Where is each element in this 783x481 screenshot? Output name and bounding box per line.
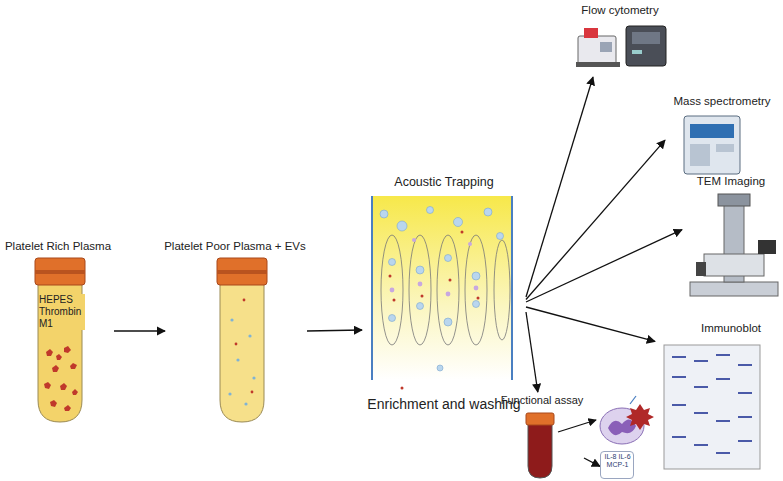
mass-spectrometer-icon xyxy=(684,116,740,174)
arrow-connector xyxy=(526,312,538,392)
tube-illustration xyxy=(35,258,85,422)
node-label: Mass spectrometry xyxy=(665,95,779,109)
arrow-connector xyxy=(526,230,682,302)
immunoblot: Immunoblot xyxy=(655,318,777,474)
node-label: Functional assay xyxy=(500,394,584,407)
arrow-connector xyxy=(584,458,600,466)
functional-assay: Functional assay xyxy=(500,392,584,480)
arrow-connector xyxy=(526,307,655,341)
node-label: Platelet Rich Plasma xyxy=(2,240,114,254)
immunoblot-icon xyxy=(664,345,760,469)
node-label: IL-8 IL-6 MCP-1 xyxy=(604,453,631,470)
sample-tube: Platelet Rich PlasmaHEPES Thrombin M1 xyxy=(2,238,114,424)
sample-tube: Platelet Poor Plasma + EVs xyxy=(165,238,307,424)
node-label: TEM Imaging xyxy=(682,175,780,189)
tube-illustration xyxy=(217,258,267,422)
blood-tube-illustration xyxy=(526,413,554,478)
node-label: HEPES Thrombin M1 xyxy=(39,294,85,330)
arrow-connector xyxy=(526,77,593,297)
acoustic-channel xyxy=(372,196,512,390)
node-label: Immunoblot xyxy=(685,322,777,336)
cytokine-box: IL-8 IL-6 MCP-1 xyxy=(600,451,634,479)
flow-cytometer-icon xyxy=(576,26,666,67)
node-label: Platelet Poor Plasma + EVs xyxy=(163,240,307,254)
arrow-connector xyxy=(526,140,665,299)
node-label: Acoustic Trapping xyxy=(362,175,526,190)
node-label: Flow cytometry xyxy=(566,4,674,18)
flow-cytometry: Flow cytometry xyxy=(566,2,674,77)
mass-spectrometry: Mass spectrometry xyxy=(665,92,779,178)
acoustic-trap: Acoustic TrappingEnrichment and washing xyxy=(362,172,526,422)
arrow-connector xyxy=(307,330,362,331)
tem-imaging: TEM Imaging xyxy=(682,172,780,300)
arrow-connector xyxy=(114,330,165,331)
tem-microscope-icon xyxy=(690,194,778,296)
